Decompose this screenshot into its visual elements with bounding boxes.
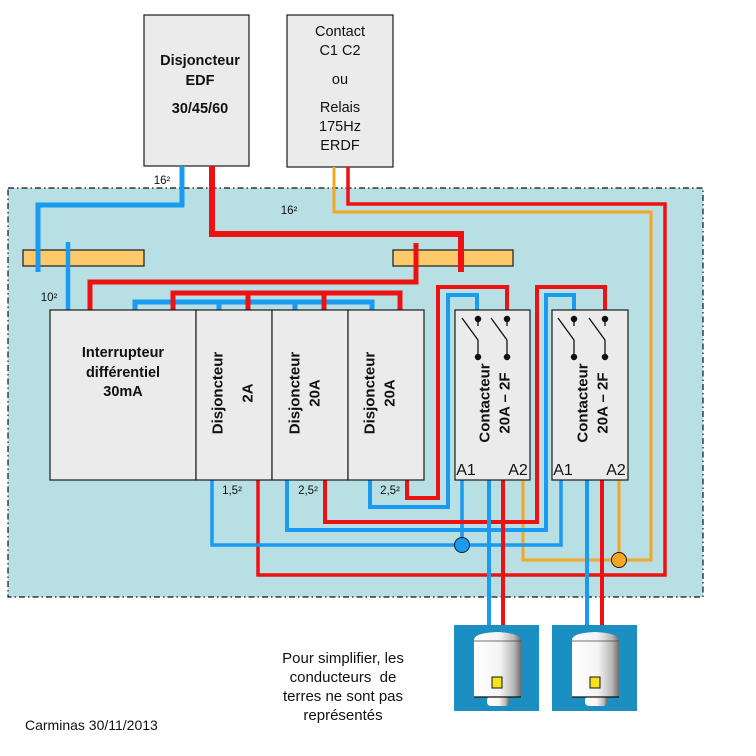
edf-neutral-wire bbox=[35, 166, 185, 272]
d2-neutral-out bbox=[285, 293, 576, 532]
contactor-1-label: Contacteur bbox=[477, 363, 494, 442]
tariff-contact: Contact C1 C2 ou Relais 175Hz ERDF bbox=[286, 14, 394, 168]
neutral-junction bbox=[454, 537, 470, 553]
switch-contact-icon bbox=[557, 315, 609, 361]
section-label-edf-neutral: 16² bbox=[154, 175, 171, 187]
contact-line-5: 175Hz bbox=[319, 119, 361, 135]
contact-line-4: Relais bbox=[320, 100, 360, 116]
d3-phase-out bbox=[405, 285, 509, 500]
phase-bus-bar bbox=[392, 249, 514, 267]
switch-contact-icon bbox=[461, 315, 511, 361]
rcd-line-2: différentiel bbox=[86, 365, 160, 381]
rcd-phase-feed bbox=[87, 243, 419, 310]
breaker-1-rating: 2A bbox=[240, 383, 257, 402]
breaker-3-label: Disjoncteur bbox=[362, 352, 379, 435]
rcd-line-1: Interrupteur bbox=[82, 345, 165, 361]
contact-phase-wire bbox=[256, 167, 667, 577]
d3-neutral-out bbox=[368, 293, 479, 509]
breaker-2a: Disjoncteur 2A bbox=[195, 309, 273, 481]
water-heater-icon bbox=[552, 625, 637, 711]
neutral-bus-bar bbox=[22, 249, 145, 267]
contact-line-3: ou bbox=[332, 72, 348, 88]
edf-breaker-title: Disjoncteur bbox=[160, 53, 240, 69]
edf-phase-wire bbox=[209, 166, 464, 272]
section-label-d1: 1,5² bbox=[222, 485, 242, 497]
earth-note: Pour simplifier, les conducteurs de terr… bbox=[282, 650, 404, 724]
contactor-2-label: Contacteur bbox=[575, 363, 592, 442]
edf-breaker: Disjoncteur EDF 30/45/60 bbox=[143, 14, 250, 167]
breaker-phase-comb bbox=[170, 290, 403, 310]
contactor-1-a1: A1 bbox=[456, 462, 476, 479]
note-line-1: Pour simplifier, les bbox=[282, 650, 404, 667]
contactor-1: Contacteur 20A – 2F A1 A2 bbox=[454, 309, 531, 481]
contact-line-2: C1 C2 bbox=[319, 43, 360, 59]
section-label-d3: 2,5² bbox=[380, 485, 400, 497]
breaker-20a-1: Disjoncteur 20A bbox=[271, 309, 349, 481]
breaker-2-label: Disjoncteur bbox=[287, 352, 304, 435]
breaker-20a-2: Disjoncteur 20A bbox=[347, 309, 425, 481]
contactor-2-a1: A1 bbox=[553, 462, 573, 479]
edf-breaker-rating: 30/45/60 bbox=[172, 101, 228, 117]
d1-neutral-out bbox=[210, 480, 563, 547]
section-label-idr-feed: 10² bbox=[41, 292, 58, 304]
author-signature: Carminas 30/11/2013 bbox=[25, 717, 158, 733]
note-line-3: terres ne sont pas bbox=[283, 688, 403, 705]
d2-phase-out bbox=[323, 285, 607, 524]
note-line-2: conducteurs de bbox=[290, 669, 397, 686]
contactor-2: Contacteur 20A – 2F A1 A2 bbox=[551, 309, 629, 481]
edf-breaker-subtitle: EDF bbox=[186, 73, 215, 89]
breaker-2-rating: 20A bbox=[307, 379, 324, 407]
contact-line-1: Contact bbox=[315, 24, 365, 40]
control-junction bbox=[611, 552, 627, 568]
rcd-30ma: Interrupteur différentiel 30mA bbox=[49, 309, 197, 481]
breaker-3-rating: 20A bbox=[382, 379, 399, 407]
note-line-4: représentés bbox=[303, 707, 382, 724]
rcd-line-3: 30mA bbox=[103, 384, 143, 400]
section-label-d2: 2,5² bbox=[298, 485, 318, 497]
contact-line-6: ERDF bbox=[320, 138, 360, 154]
contactor-2-a2: A2 bbox=[606, 462, 626, 479]
breaker-1-label: Disjoncteur bbox=[210, 352, 227, 435]
contactor-1-a2: A2 bbox=[508, 462, 528, 479]
section-label-edf-phase: 16² bbox=[281, 205, 298, 217]
contactor-1-rating: 20A – 2F bbox=[497, 372, 514, 433]
contactor-2-rating: 20A – 2F bbox=[595, 372, 612, 433]
water-heater-icon bbox=[454, 625, 539, 711]
breaker-neutral-comb bbox=[132, 299, 375, 310]
